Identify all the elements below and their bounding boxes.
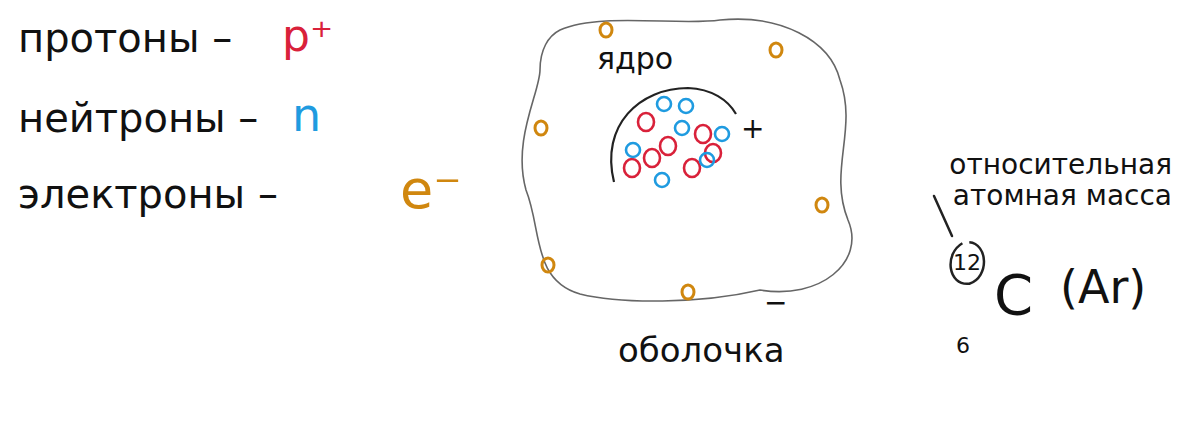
charge-sign: − bbox=[764, 288, 787, 319]
electron bbox=[600, 23, 612, 37]
proton bbox=[624, 159, 640, 177]
neutron bbox=[626, 143, 640, 157]
nucleus-arc bbox=[611, 88, 736, 182]
electron bbox=[542, 258, 554, 272]
proton bbox=[684, 159, 700, 177]
proton bbox=[644, 149, 660, 167]
shell-line bbox=[522, 19, 852, 301]
neutron bbox=[679, 99, 693, 113]
mass-symbol: (Ar) bbox=[1060, 262, 1146, 313]
electron bbox=[770, 43, 782, 57]
atomic-number: 6 bbox=[956, 334, 970, 358]
electron-symbol: e⁻ bbox=[400, 160, 462, 219]
nucleus-label: ядро bbox=[597, 42, 673, 75]
neutron bbox=[657, 97, 671, 111]
electron bbox=[535, 121, 547, 135]
electron-label: электроны – bbox=[18, 172, 278, 216]
neutron-label: нейтроны – bbox=[18, 96, 258, 140]
nucleus: ядро+ bbox=[605, 78, 735, 203]
neutron bbox=[675, 121, 689, 135]
proton bbox=[695, 125, 711, 143]
mass-number-circle: 12 bbox=[944, 240, 990, 286]
neutron-symbol: n bbox=[292, 90, 321, 141]
electron bbox=[816, 198, 828, 212]
element-symbol: C bbox=[994, 264, 1033, 326]
shell-label: оболочка bbox=[618, 332, 785, 369]
proton bbox=[638, 113, 654, 131]
proton-label: протоны – bbox=[18, 16, 232, 60]
mass-number: 12 bbox=[953, 251, 981, 275]
leader-line bbox=[934, 196, 952, 236]
proton-symbol: p⁺ bbox=[282, 12, 333, 60]
neutron bbox=[700, 153, 714, 167]
proton bbox=[660, 137, 676, 155]
nucleus-outline bbox=[605, 78, 735, 203]
neutron bbox=[655, 173, 669, 187]
charge-sign: + bbox=[741, 114, 764, 145]
neutron bbox=[715, 127, 729, 141]
circle-stroke bbox=[951, 242, 984, 284]
atom-shell: ядро+оболочка bbox=[515, 10, 865, 310]
electron bbox=[682, 285, 694, 299]
mass-caption: относительная атомная масса bbox=[949, 150, 1172, 212]
